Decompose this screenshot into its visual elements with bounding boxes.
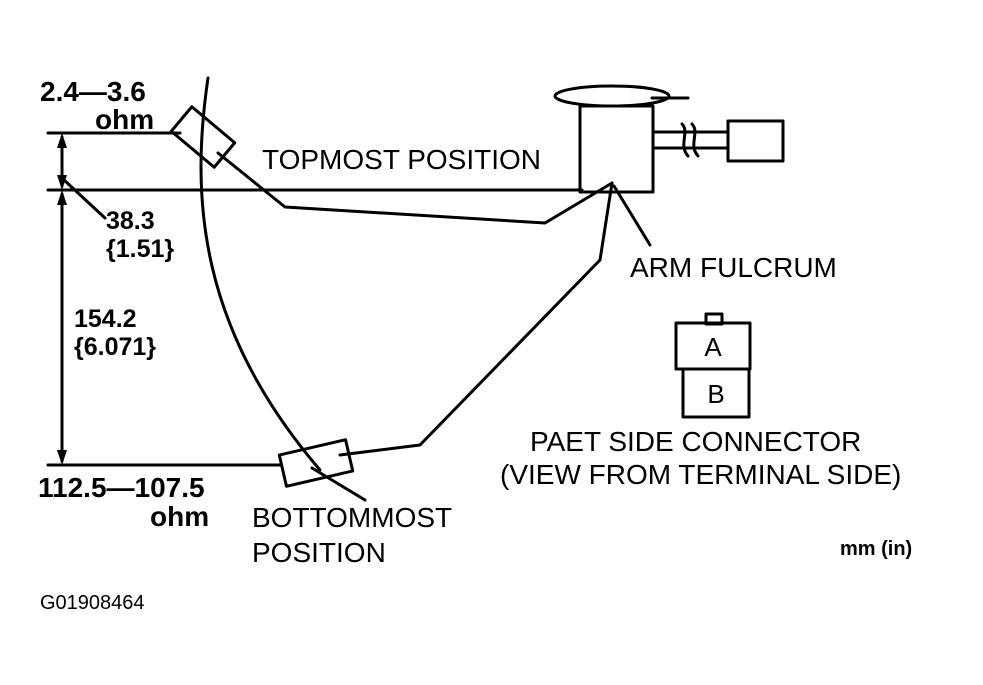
fulcrum-leader <box>612 184 652 247</box>
arrowhead-small-top <box>57 133 67 148</box>
units-label: mm (in) <box>840 538 913 560</box>
arm-fulcrum-label: ARM FULCRUM <box>630 252 837 283</box>
topmost-position-label: TOPMOST POSITION <box>262 144 542 175</box>
sender-unit-cap <box>553 84 671 108</box>
float-arm-topmost <box>216 151 614 225</box>
connector-caption-line2: (VIEW FROM TERMINAL SIDE) <box>500 459 902 490</box>
dim-leader-38 <box>62 178 107 220</box>
float-topmost <box>169 105 237 169</box>
resistance-bottom-value: 112.5—107.5 <box>38 472 205 503</box>
connector-terminal-b: B <box>707 379 725 409</box>
sender-unit-body <box>578 104 655 194</box>
connector-caption-line1: PAET SIDE CONNECTOR <box>530 426 862 457</box>
wire-break-mark-1 <box>680 122 690 158</box>
dimension-small-in: {1.51} <box>106 235 175 263</box>
bottommost-label-line1: BOTTOMMOST <box>252 502 453 533</box>
float-arm-bottommost <box>338 181 614 457</box>
arrowhead-large-top <box>57 190 67 205</box>
resistance-bottom-unit: ohm <box>150 501 210 532</box>
figure-id: G01908464 <box>40 592 145 614</box>
bottommost-label-line2: POSITION <box>252 537 386 568</box>
connector-terminal-a: A <box>704 332 722 362</box>
dimension-large-in: {6.071} <box>74 333 157 361</box>
arrowhead-large-bottom <box>57 450 67 465</box>
bottom-float-leader <box>310 466 367 502</box>
connector-lower-cell <box>681 367 751 419</box>
arrowhead-small-bottom <box>57 175 67 190</box>
wire-connector-block <box>726 119 785 163</box>
resistance-top-unit: ohm <box>95 104 155 135</box>
dimension-large-mm: 154.2 <box>74 305 137 333</box>
float-sweep-arc <box>199 76 322 472</box>
wire-break-mark-2 <box>690 122 700 158</box>
resistance-top-value: 2.4—3.6 <box>40 76 146 107</box>
dimension-small-mm: 38.3 <box>106 207 155 235</box>
